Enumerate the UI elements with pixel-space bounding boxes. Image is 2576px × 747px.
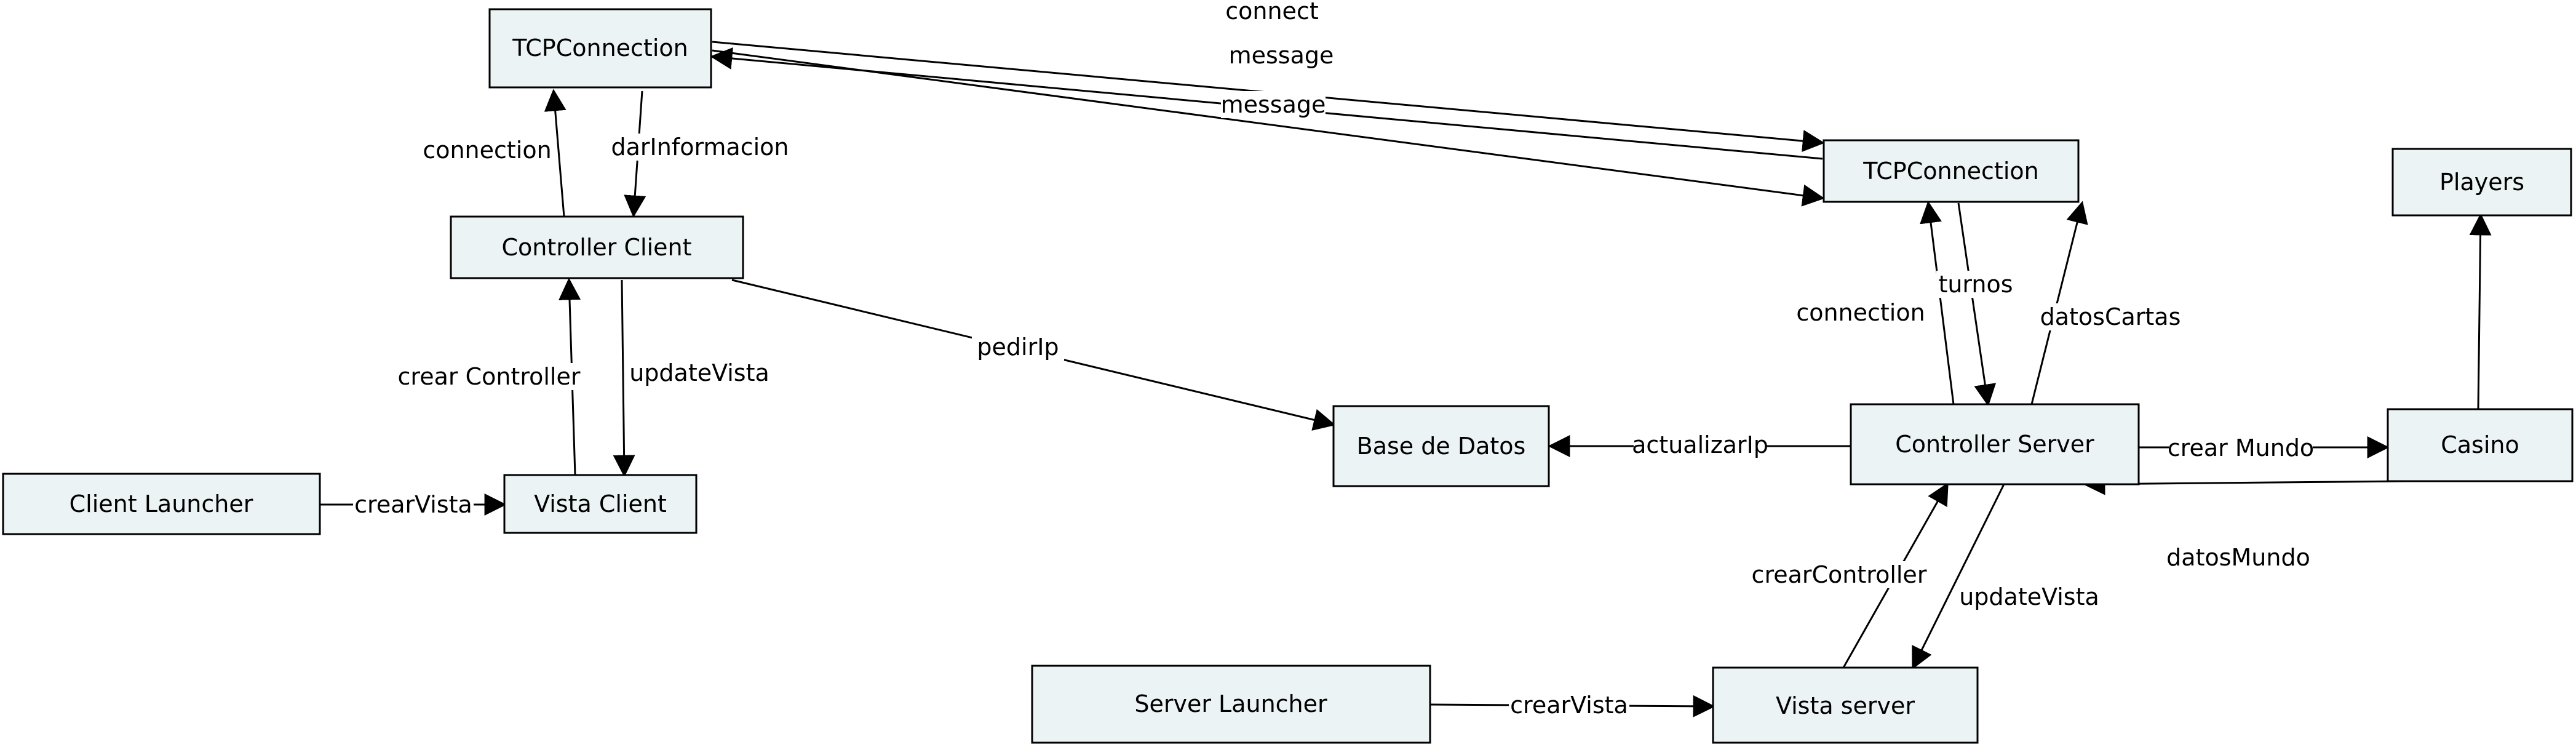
svg-text:datosMundo: datosMundo — [2166, 544, 2310, 571]
edge-label-connect: connect — [1224, 0, 1320, 25]
edge-label-datos-mundo: datosMundo — [2166, 544, 2310, 571]
node-vista-client[interactable]: Vista Client — [503, 474, 698, 534]
svg-text:Controller Client: Controller Client — [501, 234, 691, 261]
svg-text:Vista server: Vista server — [1776, 692, 1915, 719]
edge-label-message-to-server: message — [1229, 42, 1334, 69]
node-vista-server[interactable]: Vista server — [1712, 666, 1979, 744]
svg-text:updateVista: updateVista — [1959, 583, 2099, 610]
svg-text:connection: connection — [423, 137, 551, 164]
svg-text:TCPConnection: TCPConnection — [512, 34, 688, 62]
edge-label-message-to-client: message — [1221, 91, 1326, 118]
edge-label-crear-mundo: crear Mundo — [2168, 434, 2314, 461]
node-client-launcher[interactable]: Client Launcher — [2, 473, 321, 535]
edge-message-to-server — [712, 49, 1825, 207]
edge-label-crear-controller-server: crearController — [1751, 561, 1927, 588]
edge-label-update-vista-server: updateVista — [1959, 583, 2099, 610]
svg-text:crear Controller: crear Controller — [398, 363, 581, 390]
svg-text:Client Launcher: Client Launcher — [70, 490, 253, 517]
svg-text:datosCartas: datosCartas — [2040, 303, 2181, 330]
svg-text:actualizarIp: actualizarIp — [1632, 431, 1768, 458]
svg-text:darInformacion: darInformacion — [611, 134, 789, 161]
edge-update-vista-client — [613, 279, 635, 477]
edge-label-actualizar-ip: actualizarIp — [1632, 431, 1768, 458]
edge-label-connection-client: connection — [423, 137, 552, 164]
edge-label-connection-server: connection — [1796, 299, 1925, 326]
svg-text:Controller Server: Controller Server — [1895, 431, 2094, 458]
edge-label-datos-cartas: datosCartas — [2040, 303, 2181, 330]
svg-text:crearController: crearController — [1752, 561, 1927, 588]
svg-text:Base de Datos: Base de Datos — [1357, 433, 1526, 460]
svg-text:Server Launcher: Server Launcher — [1134, 690, 1327, 717]
edge-turnos — [1957, 202, 1997, 407]
edge-update-vista-server — [1912, 484, 2005, 670]
node-players[interactable]: Players — [2391, 148, 2572, 217]
svg-text:pedirIp: pedirIp — [977, 334, 1059, 361]
svg-text:crear Mundo: crear Mundo — [2168, 434, 2314, 461]
svg-text:updateVista: updateVista — [629, 359, 769, 386]
svg-text:message: message — [1229, 42, 1334, 69]
svg-text:TCPConnection: TCPConnection — [1862, 158, 2038, 185]
edge-label-crear-vista-client: crearVista — [353, 491, 474, 518]
node-controller-server[interactable]: Controller Server — [1850, 403, 2140, 485]
svg-text:Players: Players — [2439, 169, 2524, 196]
edge-label-turnos: turnos — [1936, 271, 2015, 298]
edge-label-pedir-ip: pedirIp — [972, 334, 1064, 361]
node-base-de-datos[interactable]: Base de Datos — [1332, 405, 1550, 487]
node-casino[interactable]: Casino — [2387, 408, 2574, 482]
svg-text:connection: connection — [1796, 299, 1925, 326]
node-server-launcher[interactable]: Server Launcher — [1031, 665, 1431, 744]
svg-text:Vista Client: Vista Client — [534, 490, 667, 517]
edge-connection-server — [1920, 201, 1955, 405]
node-controller-client[interactable]: Controller Client — [450, 215, 744, 279]
svg-text:turnos: turnos — [1938, 271, 2013, 298]
edge-label-update-vista-client: updateVista — [629, 359, 769, 386]
svg-text:Casino: Casino — [2441, 431, 2519, 458]
edge-label-crear-controller-client: crear Controller — [398, 363, 581, 390]
svg-text:crearVista: crearVista — [1510, 692, 1628, 719]
svg-text:message: message — [1221, 91, 1326, 118]
svg-text:crearVista: crearVista — [354, 491, 472, 518]
svg-text:connect: connect — [1225, 0, 1318, 25]
node-tcp-connection-client[interactable]: TCPConnection — [488, 8, 712, 89]
node-tcp-connection-server[interactable]: TCPConnection — [1823, 139, 2080, 203]
edge-casino-players — [2469, 213, 2492, 410]
edge-label-dar-informacion: darInformacion — [611, 134, 789, 161]
edge-connection-client — [544, 89, 566, 217]
edge-label-crear-vista-server: crearVista — [1509, 692, 1629, 719]
